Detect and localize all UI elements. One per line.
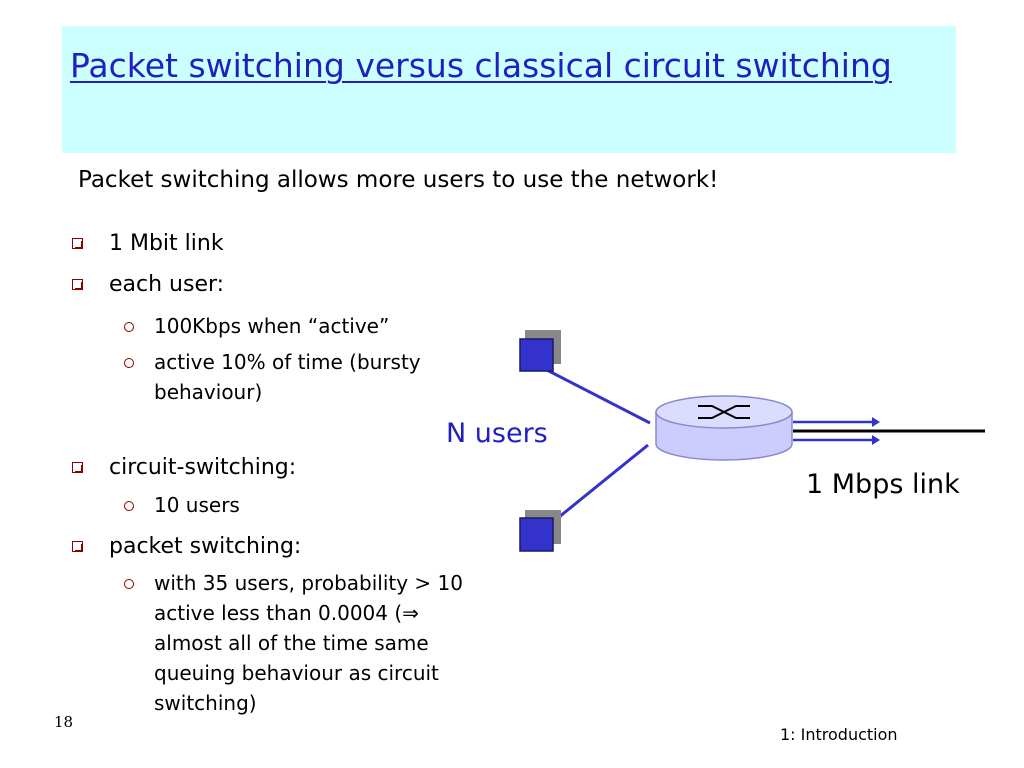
user-station-bottom [519, 510, 561, 552]
slide-title: Packet switching versus classical circui… [70, 46, 892, 85]
square-bullet-icon [72, 541, 83, 552]
router-icon [655, 395, 793, 461]
bullet-text: 1 Mbit link [109, 231, 224, 256]
computer-icon [519, 517, 554, 552]
sub-bullet-text: active 10% of time (bursty behaviour) [154, 350, 421, 404]
circle-bullet-icon [124, 579, 134, 589]
sub-bullet-text: 10 users [154, 493, 240, 517]
network-diagram [519, 330, 985, 552]
title-box: Packet switching versus classical circui… [62, 26, 956, 153]
arrow-head [872, 417, 880, 427]
bullet-text: packet switching: [109, 534, 302, 559]
circle-bullet-icon [124, 358, 134, 368]
slide-number: 18 [54, 713, 74, 731]
link-capacity-label: 1 Mbps link [806, 469, 960, 500]
n-users-label: N users [446, 418, 548, 449]
square-bullet-icon [72, 279, 83, 290]
square-bullet-icon [72, 238, 83, 249]
user-link-top [542, 366, 651, 425]
square-bullet-icon [72, 462, 83, 473]
slide-subtitle: Packet switching allows more users to us… [78, 167, 719, 193]
bullet-text: each user: [109, 272, 225, 297]
bullet-text: circuit-switching: [109, 455, 297, 480]
footer-section: 1: Introduction [780, 725, 898, 744]
outgoing-link [793, 417, 985, 445]
sub-bullet-text: 100Kbps when “active” [154, 314, 390, 338]
circle-bullet-icon [124, 501, 134, 511]
computer-icon [519, 338, 554, 372]
arrow-head [872, 435, 880, 445]
sub-bullet-text: with 35 users, probability > 10 active l… [154, 571, 463, 715]
circle-bullet-icon [124, 322, 134, 332]
user-station-top [519, 330, 561, 372]
